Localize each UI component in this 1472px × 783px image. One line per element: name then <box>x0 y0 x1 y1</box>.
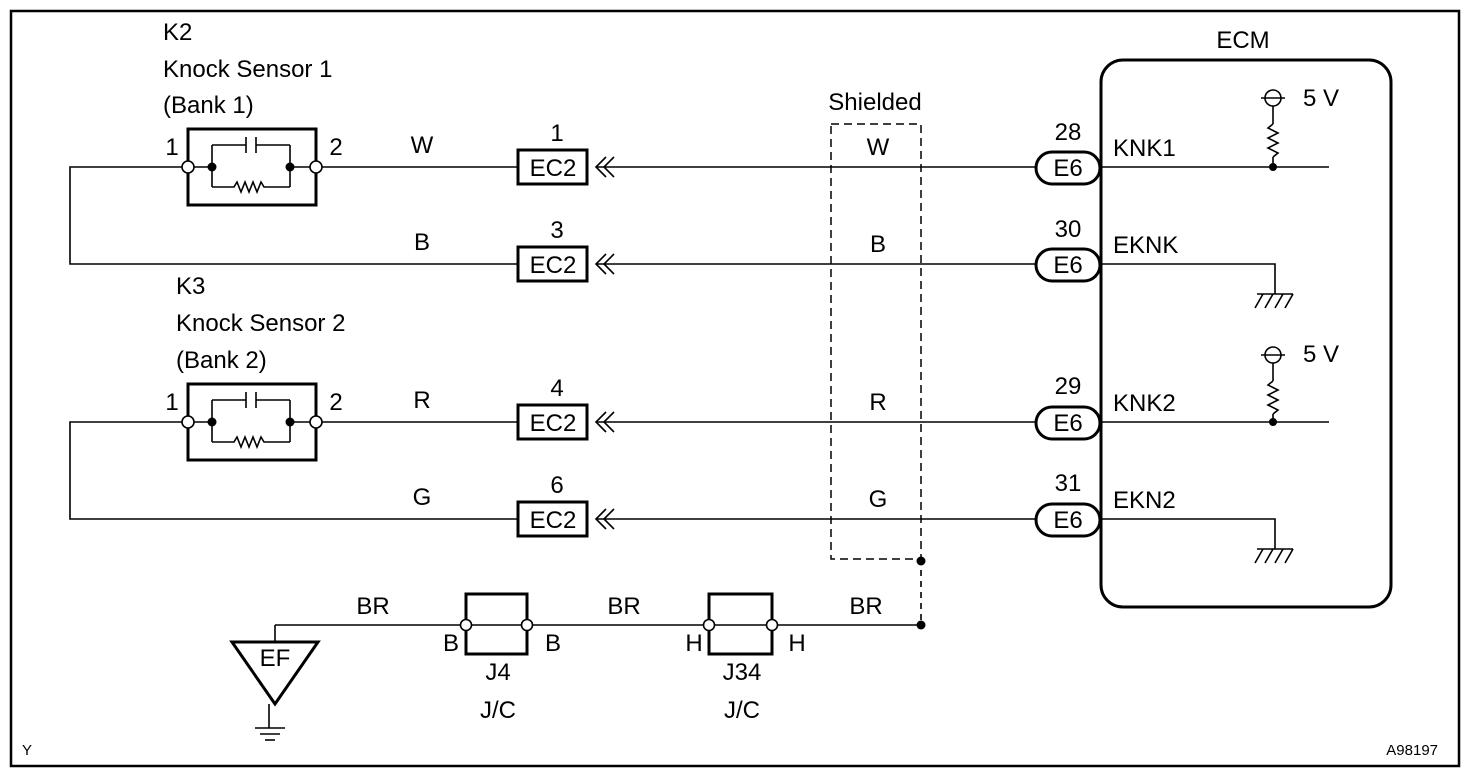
sensor2-pin-left: 1 <box>165 389 178 416</box>
harness-wire-color: G <box>869 486 888 513</box>
ec2-connector <box>516 500 589 538</box>
circuit-row-knk2: R 4 EC2 R 29 E6 KNK2 <box>413 373 1329 441</box>
ground-junction-dot <box>916 620 926 630</box>
ecm-box <box>1099 58 1393 609</box>
ground-wire-2-color: BR <box>607 593 640 620</box>
circuit-row-knk1: W 1 EC2 W 28 E6 KNK1 <box>411 119 1329 186</box>
ec2-pin-number: 3 <box>550 217 563 244</box>
j34-type: J/C <box>724 697 760 724</box>
shield-label: Shielded <box>828 89 921 116</box>
chassis-ground-icon <box>1254 293 1294 309</box>
sensor1-pin-right: 2 <box>329 134 342 161</box>
sensor1-name: Knock Sensor 1 <box>163 56 332 83</box>
j4-type: J/C <box>480 697 516 724</box>
knock-sensor-2-symbol <box>181 382 323 462</box>
sensor1-bank: (Bank 1) <box>163 92 254 119</box>
sensor2-bank: (Bank 2) <box>176 347 267 374</box>
e6-connector <box>1034 405 1102 441</box>
ecm-signal-name: EKN2 <box>1113 487 1176 514</box>
ecm-signal-name: EKNK <box>1113 232 1178 259</box>
e6-connector-label: E6 <box>1053 252 1082 279</box>
ec2-connector-label: EC2 <box>530 252 577 279</box>
sensor1-return-wire <box>69 166 518 265</box>
sensor2-name: Knock Sensor 2 <box>176 310 345 337</box>
j4-name: J4 <box>485 659 510 686</box>
sensor1-code: K2 <box>163 19 192 46</box>
ec2-pin-number: 4 <box>550 375 563 402</box>
ec2-connector-label: EC2 <box>530 507 577 534</box>
diagram-border <box>9 9 1461 768</box>
e6-connector <box>1034 247 1102 283</box>
j4-pin-left: B <box>443 630 459 657</box>
ecm-signal-name: KNK2 <box>1113 390 1176 417</box>
e6-connector <box>1034 502 1102 538</box>
e6-connector-label: E6 <box>1053 155 1082 182</box>
ec2-connector <box>516 245 589 283</box>
ec2-connector-label: EC2 <box>530 155 577 182</box>
ec2-pin-number: 1 <box>550 120 563 147</box>
circuit-row-eknk: B 3 EC2 B 30 E6 EKNK <box>414 216 1276 294</box>
resistor-icon <box>1266 123 1280 158</box>
e6-connector-label: E6 <box>1053 507 1082 534</box>
wire-color-label: W <box>411 132 434 159</box>
ecm-title: ECM <box>1216 27 1269 54</box>
ec2-connector-label: EC2 <box>530 410 577 437</box>
e6-connector-label: E6 <box>1053 410 1082 437</box>
ec2-connector <box>516 148 589 186</box>
junction-connector-j34 <box>702 592 779 656</box>
ecm-pullup-2 <box>1261 346 1285 426</box>
wire-color-label: B <box>414 229 430 256</box>
corner-mark: Y <box>22 742 32 759</box>
ec2-pin-number: 6 <box>550 472 563 499</box>
ecm-supply-label-1: 5 V <box>1303 85 1339 112</box>
shield-outline <box>830 123 922 560</box>
shield-junction-dot <box>916 556 926 566</box>
circuit-row-ekn2: G 6 EC2 G 31 E6 EKN2 <box>413 470 1276 549</box>
wire-color-label: G <box>413 484 432 511</box>
ecm-pin-number: 29 <box>1055 373 1082 400</box>
ecm-signal-name: KNK1 <box>1113 135 1176 162</box>
junction-connector-j4 <box>459 592 534 656</box>
harness-wire-color: W <box>867 134 890 161</box>
wire-color-label: R <box>413 387 430 414</box>
sensor2-pin-right: 2 <box>329 389 342 416</box>
sensor1-pin-left: 1 <box>165 134 178 161</box>
sensor2-code: K3 <box>176 273 205 300</box>
ecm-pullup-1 <box>1261 89 1285 171</box>
harness-wire-color: R <box>869 389 886 416</box>
j34-pin-left: H <box>685 630 702 657</box>
j4-pin-right: B <box>545 630 561 657</box>
ground-point-ef <box>229 625 321 741</box>
knock-sensor-1-symbol <box>181 127 323 207</box>
resistor-icon <box>1266 380 1280 415</box>
ecm-pin-number: 30 <box>1055 216 1082 243</box>
ground-wire-3-color: BR <box>849 593 882 620</box>
figure-code: A98197 <box>1386 742 1438 759</box>
ecm-pin-number: 28 <box>1055 119 1082 146</box>
sensor2-return-wire <box>69 421 518 520</box>
ground-point-label: EF <box>260 645 291 672</box>
chassis-ground-icon <box>1254 548 1294 564</box>
ec2-connector <box>516 403 589 441</box>
ecm-supply-label-2: 5 V <box>1303 341 1339 368</box>
e6-connector <box>1034 150 1102 186</box>
j34-pin-right: H <box>788 630 805 657</box>
ground-wire-1-color: BR <box>356 593 389 620</box>
harness-wire-color: B <box>870 231 886 258</box>
ecm-pin-number: 31 <box>1055 470 1082 497</box>
j34-name: J34 <box>723 659 762 686</box>
